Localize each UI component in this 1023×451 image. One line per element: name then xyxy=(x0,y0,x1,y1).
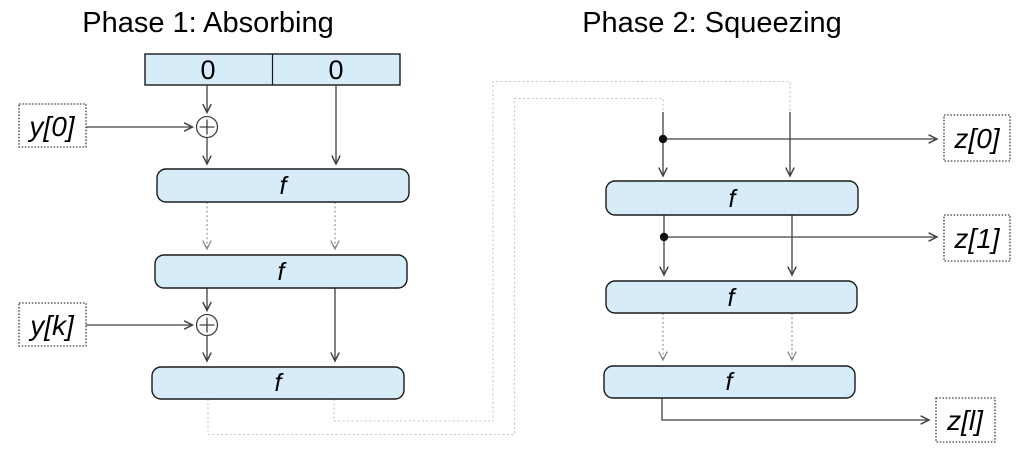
feedback-loops xyxy=(207,80,791,436)
xor2-plus-icon xyxy=(199,317,215,333)
f1-box xyxy=(156,168,410,203)
phase2-title: Phase 2: Squeezing xyxy=(582,7,842,39)
yk-label: y[k] xyxy=(28,310,75,341)
z1-label: z[1] xyxy=(953,223,1000,254)
f3-box xyxy=(151,366,405,400)
output-label-zl: z[l] xyxy=(935,397,996,443)
input-label-yk: y[k] xyxy=(18,302,87,347)
xor-node-1 xyxy=(195,115,219,139)
fp3-label: f xyxy=(726,368,736,396)
fp1-label: f xyxy=(729,185,739,213)
z0-box xyxy=(943,114,1011,162)
feedback-loop-inner xyxy=(207,97,664,436)
y0-box xyxy=(18,103,87,148)
fp3-box xyxy=(603,365,856,399)
f1-label: f xyxy=(280,172,290,200)
f-box-squeeze-2: f xyxy=(605,280,858,314)
zl-label: z[l] xyxy=(946,405,984,436)
junction-dot-z0 xyxy=(658,134,668,144)
xor-node-2 xyxy=(195,313,219,337)
feedback-loop-outer xyxy=(333,80,791,422)
f-box-absorb-1: f xyxy=(156,168,410,203)
y0-label: y[0] xyxy=(27,111,75,142)
yk-box xyxy=(18,302,87,347)
phase1-title: Phase 1: Absorbing xyxy=(82,7,334,39)
f-box-squeeze-3: f xyxy=(603,365,856,399)
state-cell-capacity: 0 xyxy=(328,55,343,85)
f-box-squeeze-1: f xyxy=(605,180,859,216)
fp2-box xyxy=(605,280,858,314)
input-label-y0: y[0] xyxy=(18,103,87,148)
state-cell-rate: 0 xyxy=(200,55,215,85)
z1-box xyxy=(943,214,1011,262)
f2-label: f xyxy=(278,258,288,286)
output-label-z1: z[1] xyxy=(943,214,1011,262)
output-label-z0: z[0] xyxy=(943,114,1011,162)
junction-dot-z1 xyxy=(659,232,669,242)
xor1-plus-icon xyxy=(199,119,215,135)
arrow-to-zl xyxy=(661,398,929,420)
fp1-box xyxy=(605,180,859,216)
state-register: 0 0 xyxy=(144,53,401,86)
f3-label: f xyxy=(275,369,285,397)
phase1-arrows xyxy=(86,85,336,361)
phase2-arrows xyxy=(659,112,937,420)
f-box-absorb-2: f xyxy=(154,254,408,289)
z0-label: z[0] xyxy=(953,123,1000,154)
fp2-label: f xyxy=(728,284,738,312)
f-box-absorb-3: f xyxy=(151,366,405,400)
zl-box xyxy=(935,397,996,443)
f2-box xyxy=(154,254,408,289)
